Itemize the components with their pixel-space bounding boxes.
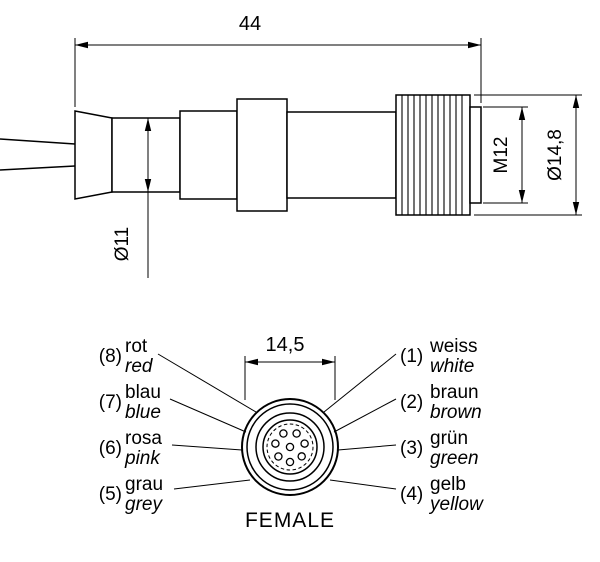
cable xyxy=(0,138,76,171)
leader-line-pin2 xyxy=(333,398,397,433)
arrowhead-top xyxy=(572,95,580,108)
pin-color-en: red xyxy=(125,356,154,377)
thread-end-cap xyxy=(469,106,482,204)
dim-thread-text: M12 xyxy=(491,137,512,174)
arrowhead-top xyxy=(518,107,526,120)
dim-nut-diameter-text: Ø14,8 xyxy=(545,129,566,181)
pin-label-3: (3) grün green xyxy=(400,428,479,469)
pin-number: (8) xyxy=(99,346,122,367)
strain-relief-cone xyxy=(74,110,113,200)
body-flange xyxy=(236,98,288,212)
arrowhead-bottom xyxy=(518,190,526,203)
pin-color-en: blue xyxy=(125,402,161,423)
arrowhead-bottom xyxy=(572,202,580,215)
dimension-cable-diameter: Ø11 xyxy=(112,118,152,278)
leader-line-pin3 xyxy=(337,444,397,451)
pin-hole xyxy=(274,452,283,461)
pin-color-de: grün xyxy=(430,428,468,449)
knurled-nut xyxy=(395,94,471,216)
arrowhead-top xyxy=(144,118,152,131)
pin-color-de: rot xyxy=(125,336,148,357)
socket-circle xyxy=(262,419,318,475)
arrowhead-right xyxy=(322,358,335,366)
leader-line-pin4 xyxy=(329,479,397,490)
leader-line-pin5 xyxy=(173,479,251,490)
arrowhead-left xyxy=(75,41,88,49)
leader-line-pin1 xyxy=(323,353,397,413)
pin-label-4: (4) gelb yellow xyxy=(400,474,484,515)
body-step xyxy=(179,110,238,200)
dim-cable-diameter-text: Ø11 xyxy=(112,227,133,262)
leader-lines xyxy=(157,353,397,490)
pin-color-de: gelb xyxy=(430,474,466,495)
face-view: 14,5 (8) rot red (7) blau blue xyxy=(99,334,484,532)
nut-face-circle xyxy=(255,412,325,482)
pin-hole xyxy=(297,452,306,461)
pin-color-de: blau xyxy=(125,382,161,403)
second-circle xyxy=(246,403,334,491)
pin-label-6: (6) rosa pink xyxy=(99,428,163,469)
keyed-profile-circle xyxy=(266,423,314,471)
pin-number: (1) xyxy=(400,346,423,367)
pin-number: (3) xyxy=(400,438,423,459)
pin-color-de: rosa xyxy=(125,428,162,449)
pin-hole-center xyxy=(285,442,295,452)
dim-face-text: 14,5 xyxy=(266,334,305,356)
pin-labels-right: (1) weiss white (2) braun brown (3) grün… xyxy=(400,336,484,515)
dimension-length-44: 44 xyxy=(74,13,482,107)
pin-color-en: pink xyxy=(124,448,161,469)
leader-line-pin6 xyxy=(171,444,243,451)
pin-number: (7) xyxy=(99,392,122,413)
pin-hole xyxy=(271,439,280,448)
gender-label: FEMALE xyxy=(245,509,335,532)
dimension-face-width: 14,5 xyxy=(244,334,336,400)
outer-circle xyxy=(241,398,339,496)
dimension-nut-diameter: Ø14,8 xyxy=(474,94,582,216)
dim-length-text: 44 xyxy=(239,13,261,35)
dimension-thread-m12: M12 xyxy=(483,106,528,204)
pin-number: (5) xyxy=(99,484,122,505)
cable-bottom-line xyxy=(0,165,76,171)
cable-top-line xyxy=(0,138,76,145)
pin-number: (4) xyxy=(400,484,423,505)
pin-label-8: (8) rot red xyxy=(99,336,154,377)
pin-hole xyxy=(300,439,309,448)
pin-color-en: white xyxy=(430,356,474,377)
pin-hole xyxy=(279,429,288,438)
leader-line-pin7 xyxy=(169,398,247,433)
pin-color-de: braun xyxy=(430,382,479,403)
pin-label-7: (7) blau blue xyxy=(99,382,161,423)
pin-color-en: yellow xyxy=(428,494,484,515)
pin-labels-left: (8) rot red (7) blau blue (6) rosa pink … xyxy=(99,336,164,515)
pin-color-en: brown xyxy=(430,402,482,423)
arrowhead-left xyxy=(245,358,258,366)
pin-number: (2) xyxy=(400,392,423,413)
pin-color-de: weiss xyxy=(429,336,478,357)
arrowhead-right xyxy=(468,41,481,49)
pin-hole xyxy=(292,429,301,438)
main-body xyxy=(286,111,397,199)
leader-line-pin8 xyxy=(157,353,257,413)
pin-number: (6) xyxy=(99,438,122,459)
arrowhead-bottom xyxy=(144,179,152,192)
pin-label-2: (2) braun brown xyxy=(400,382,482,423)
nut-outline xyxy=(395,94,471,216)
side-view: 44 M12 Ø14,8 Ø11 xyxy=(0,13,582,278)
pin-hole xyxy=(285,457,295,467)
pin-color-de: grau xyxy=(125,474,163,495)
pin-label-1: (1) weiss white xyxy=(400,336,478,377)
pin-label-5: (5) grau grey xyxy=(99,474,164,515)
pin-color-en: grey xyxy=(125,494,163,515)
connector-face xyxy=(241,398,339,496)
pin-color-en: green xyxy=(430,448,479,469)
